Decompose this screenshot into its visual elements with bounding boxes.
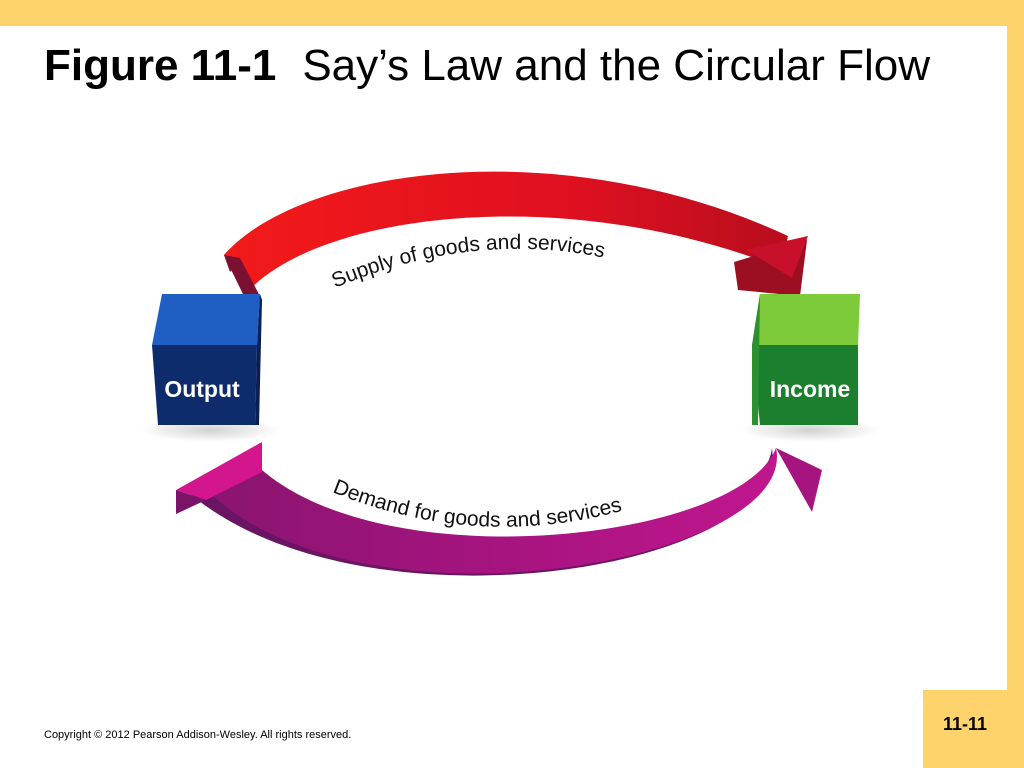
supply-flow-label: Supply of goods and services bbox=[328, 231, 607, 293]
slide-title: Figure 11-1 Say’s Law and the Circular Fl… bbox=[44, 40, 994, 92]
copyright-notice: Copyright © 2012 Pearson Addison-Wesley.… bbox=[44, 729, 352, 741]
top-accent-band bbox=[0, 0, 1024, 26]
output-box: Output bbox=[140, 294, 280, 442]
page-number-box bbox=[923, 690, 1024, 768]
income-label: Income bbox=[770, 376, 851, 402]
figure-label: Figure 11-1 bbox=[44, 41, 277, 90]
demand-flow-arrow bbox=[176, 442, 822, 576]
income-box: Income bbox=[740, 294, 880, 442]
page-number: 11-11 bbox=[942, 714, 988, 734]
supply-flow-arrow bbox=[224, 171, 808, 300]
svg-text:Supply of goods and services: Supply of goods and services bbox=[328, 231, 607, 293]
figure-title: Say’s Law and the Circular Flow bbox=[302, 41, 930, 90]
right-accent-band bbox=[1007, 0, 1024, 768]
output-label: Output bbox=[164, 376, 240, 402]
